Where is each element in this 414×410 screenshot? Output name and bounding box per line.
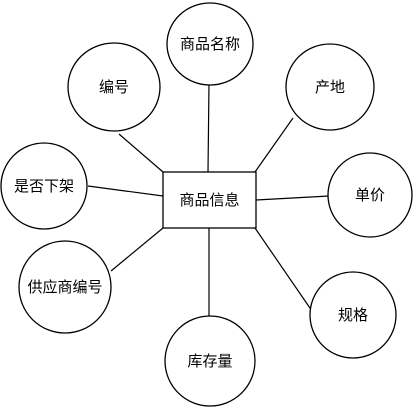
attribute-label: 规格	[338, 306, 368, 324]
attribute-stock: 库存量	[164, 315, 256, 407]
attribute-origin: 产地	[285, 43, 375, 131]
connector-origin	[254, 117, 294, 173]
connector-price	[255, 195, 330, 201]
attribute-circle	[18, 240, 112, 334]
connector-supplier	[110, 227, 164, 272]
attribute-label: 产地	[315, 78, 345, 96]
entity-box	[162, 171, 257, 229]
connector-offshelf	[87, 185, 164, 197]
attribute-label: 供应商编号	[27, 278, 102, 296]
attribute-label: 库存量	[187, 352, 232, 370]
attribute-circle	[0, 142, 88, 230]
attribute-code: 编号	[67, 42, 161, 132]
attribute-price: 单价	[327, 152, 413, 238]
attribute-label: 商品名称	[180, 35, 240, 53]
attribute-name: 商品名称	[166, 2, 254, 86]
attribute-circle	[309, 271, 397, 359]
connector-name	[207, 81, 210, 173]
attribute-circle	[166, 2, 254, 86]
attribute-spec: 规格	[309, 271, 397, 359]
attribute-circle	[285, 43, 375, 131]
attribute-offshelf: 是否下架	[0, 142, 88, 230]
attribute-circle	[164, 315, 256, 407]
entity-product-info: 商品信息	[162, 171, 257, 229]
attribute-supplier: 供应商编号	[18, 240, 112, 334]
connector-spec	[254, 227, 313, 312]
attribute-label: 是否下架	[14, 177, 74, 195]
attribute-circle	[67, 42, 161, 132]
attribute-circle	[327, 152, 413, 238]
entity-label: 商品信息	[179, 191, 239, 209]
connector-code	[118, 133, 164, 173]
attribute-label: 编号	[99, 78, 129, 96]
attribute-label: 单价	[355, 186, 385, 204]
connectors	[87, 81, 330, 318]
